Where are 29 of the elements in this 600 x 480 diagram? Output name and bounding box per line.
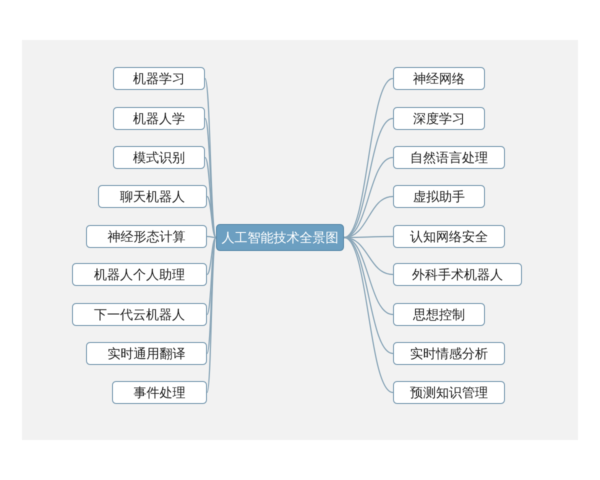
topic-box: 预测知识管理 — [393, 381, 505, 404]
connector-curve — [344, 236, 394, 354]
connector-curve — [204, 118, 217, 238]
topic-box: 认知网络安全 — [393, 225, 505, 248]
central-topic-box: 人工智能技术全景图 — [216, 224, 344, 251]
topic-box: 机器人学 — [113, 107, 205, 130]
connector-curve — [206, 237, 217, 393]
topic-box: 虚拟助手 — [393, 185, 485, 208]
connector-curve — [204, 78, 217, 238]
topic-box: 模式识别 — [113, 146, 205, 169]
topic-box: 事件处理 — [112, 381, 207, 404]
topic-box: 下一代云机器人 — [72, 303, 207, 326]
topic-box: 自然语言处理 — [393, 146, 505, 169]
topic-box: 聊天机器人 — [98, 185, 207, 208]
topic-box: 外科手术机器人 — [393, 263, 522, 286]
topic-box: 神经形态计算 — [86, 225, 207, 248]
topic-box: 神经网络 — [393, 67, 485, 90]
topic-box: 机器人个人助理 — [72, 263, 207, 286]
topic-box: 深度学习 — [393, 107, 485, 130]
topic-box: 实时通用翻译 — [86, 342, 207, 365]
topic-box: 实时情感分析 — [393, 342, 505, 365]
topic-box: 机器学习 — [113, 67, 205, 90]
connector-curve — [206, 237, 217, 354]
connector-curve — [206, 236, 216, 238]
connector-curve — [344, 78, 394, 238]
connector-curve — [206, 237, 216, 275]
connector-curve — [206, 196, 216, 238]
connector-curve — [344, 236, 394, 394]
topic-box: 思想控制 — [393, 303, 485, 326]
